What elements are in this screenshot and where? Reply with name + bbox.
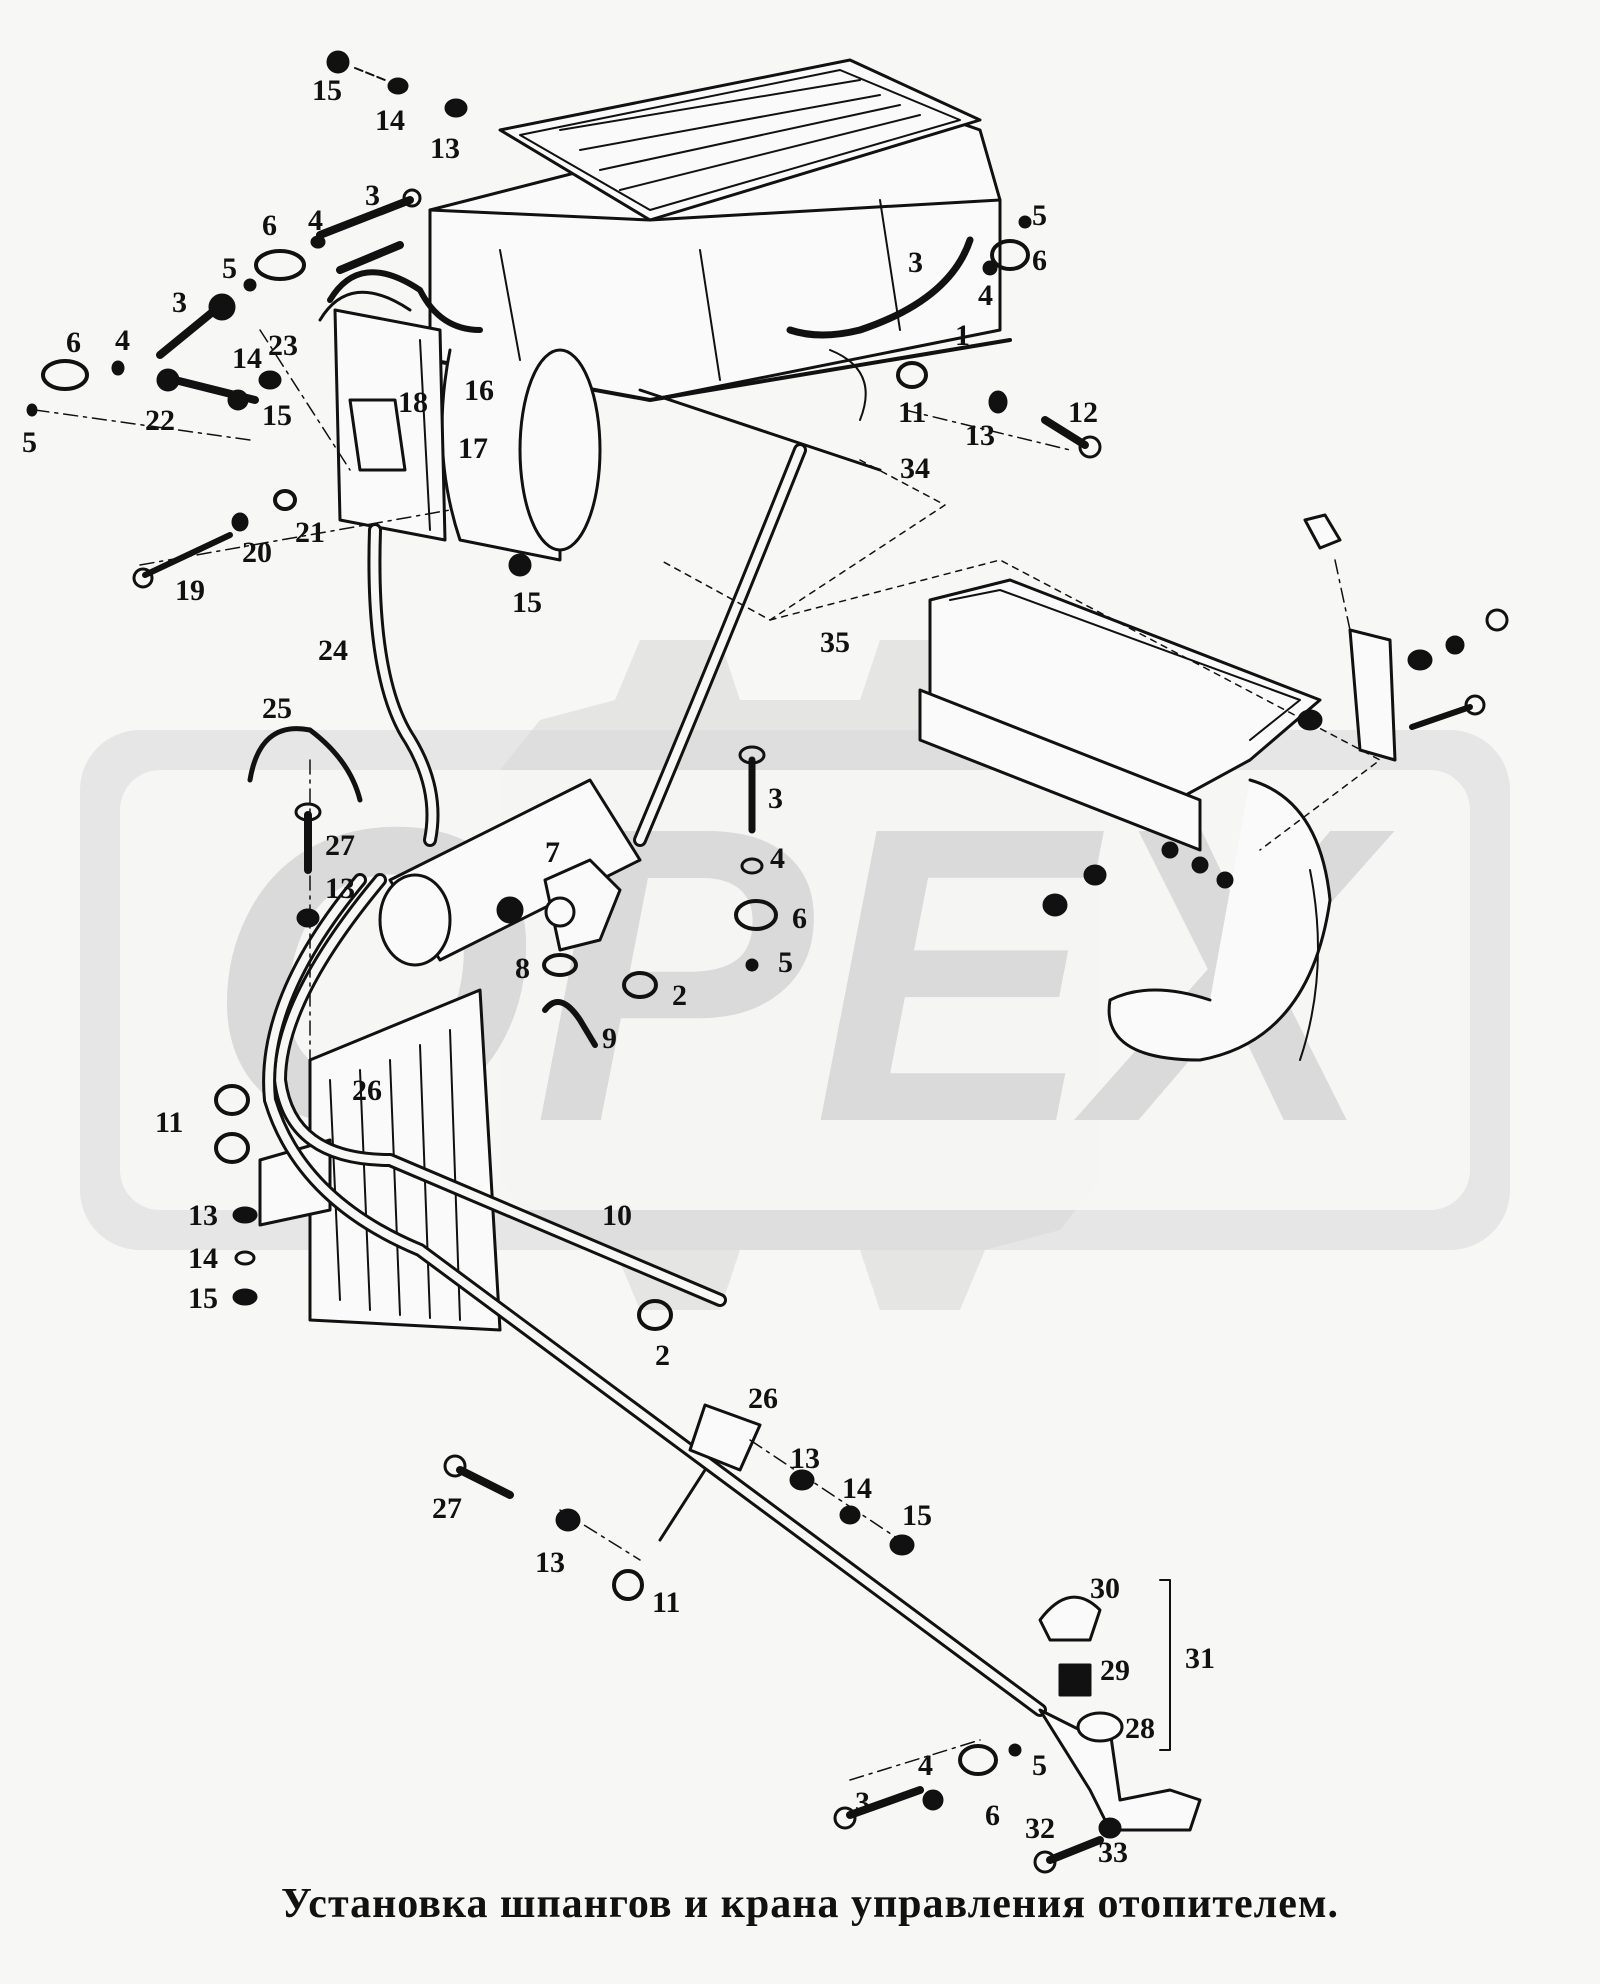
callout-label: 4 [978, 279, 993, 312]
control-valve-7 [496, 858, 622, 952]
fasteners [26, 50, 1509, 1874]
callout-label: 29 [1100, 1654, 1130, 1687]
callout-label: 3 [172, 286, 187, 319]
callout-label: 13 [965, 419, 995, 452]
callout-label: 14 [188, 1242, 218, 1275]
callout-label: 22 [145, 404, 175, 437]
figure-caption: Установка шпангов и крана управления ото… [281, 1881, 1339, 1927]
callout-label: 1 [955, 319, 970, 352]
callout-label: 15 [188, 1282, 218, 1315]
callout-label: 3 [908, 246, 923, 279]
cable-25 [247, 726, 363, 803]
callout-label: 13 [790, 1442, 820, 1475]
callout-label: 34 [900, 452, 930, 485]
callout-label: 11 [155, 1106, 183, 1139]
line-art [26, 50, 1509, 1874]
callout-label: 11 [652, 1586, 680, 1619]
callout-label: 4 [115, 324, 130, 357]
callout-label: 4 [308, 204, 323, 237]
callout-label: 24 [318, 634, 348, 667]
control-panel [769, 559, 1397, 1062]
callout-label: 11 [898, 396, 926, 429]
callout-label: 13 [325, 872, 355, 905]
callout-label: 31 [1185, 1642, 1215, 1675]
callout-label: 15 [902, 1499, 932, 1532]
callout-labels: 15 14 13 3 4 6 5 3 6 4 23 14 15 18 16 22… [22, 74, 1215, 1869]
heater-tap-28 [1038, 1595, 1202, 1832]
callout-label: 15 [312, 74, 342, 107]
callout-label: 7 [545, 836, 560, 869]
callout-label: 12 [1068, 396, 1098, 429]
assembly-bracket-31 [1159, 1579, 1171, 1751]
control-cable-34 [638, 388, 882, 472]
callout-label: 14 [842, 1472, 872, 1505]
heater-housing [428, 58, 1012, 562]
callout-label: 14 [375, 104, 405, 137]
callout-label: 26 [352, 1074, 382, 1107]
callout-label: 10 [602, 1199, 632, 1232]
callout-label: 18 [398, 386, 428, 419]
callout-label: 23 [268, 329, 298, 362]
hose-1 [786, 236, 974, 339]
callout-label: 5 [778, 946, 793, 979]
callout-label: 19 [175, 574, 205, 607]
callout-label: 2 [672, 979, 687, 1012]
callout-label: 5 [22, 426, 37, 459]
callout-label: 4 [770, 842, 785, 875]
callout-label: 15 [512, 586, 542, 619]
hose-16 [327, 269, 483, 333]
callout-label: 35 [820, 626, 850, 659]
callout-label: 17 [458, 432, 488, 465]
callout-label: 8 [515, 952, 530, 985]
callout-label: 13 [430, 132, 460, 165]
callout-label: 9 [602, 1022, 617, 1055]
callout-label: 30 [1090, 1572, 1120, 1605]
callout-label: 15 [262, 399, 292, 432]
bracket-26-lower [688, 1403, 762, 1472]
callout-label: 6 [792, 902, 807, 935]
callout-label: 4 [918, 1749, 933, 1782]
callout-label: 13 [535, 1546, 565, 1579]
callout-label: 33 [1098, 1836, 1128, 1869]
callout-label: 26 [748, 1382, 778, 1415]
callout-label: 27 [432, 1492, 462, 1525]
callout-label: 27 [325, 829, 355, 862]
callout-label: 32 [1025, 1812, 1055, 1845]
callout-label: 5 [1032, 199, 1047, 232]
callout-label: 13 [188, 1199, 218, 1232]
callout-label: 20 [242, 536, 272, 569]
callout-label: 14 [232, 342, 262, 375]
callout-label: 3 [365, 179, 380, 212]
callout-label: 25 [262, 692, 292, 725]
callout-label: 6 [262, 209, 277, 242]
callout-label: 6 [1032, 244, 1047, 277]
callout-label: 6 [66, 326, 81, 359]
callout-label: 28 [1125, 1712, 1155, 1745]
callout-label: 16 [464, 374, 494, 407]
callout-label: 5 [1032, 1749, 1047, 1782]
callout-label: 6 [985, 1799, 1000, 1832]
callout-label: 21 [295, 516, 325, 549]
callout-label: 3 [768, 782, 783, 815]
callout-label: 3 [855, 1786, 870, 1819]
callout-label: 5 [222, 252, 237, 285]
callout-label: 2 [655, 1339, 670, 1372]
mounting-bracket [333, 308, 447, 542]
